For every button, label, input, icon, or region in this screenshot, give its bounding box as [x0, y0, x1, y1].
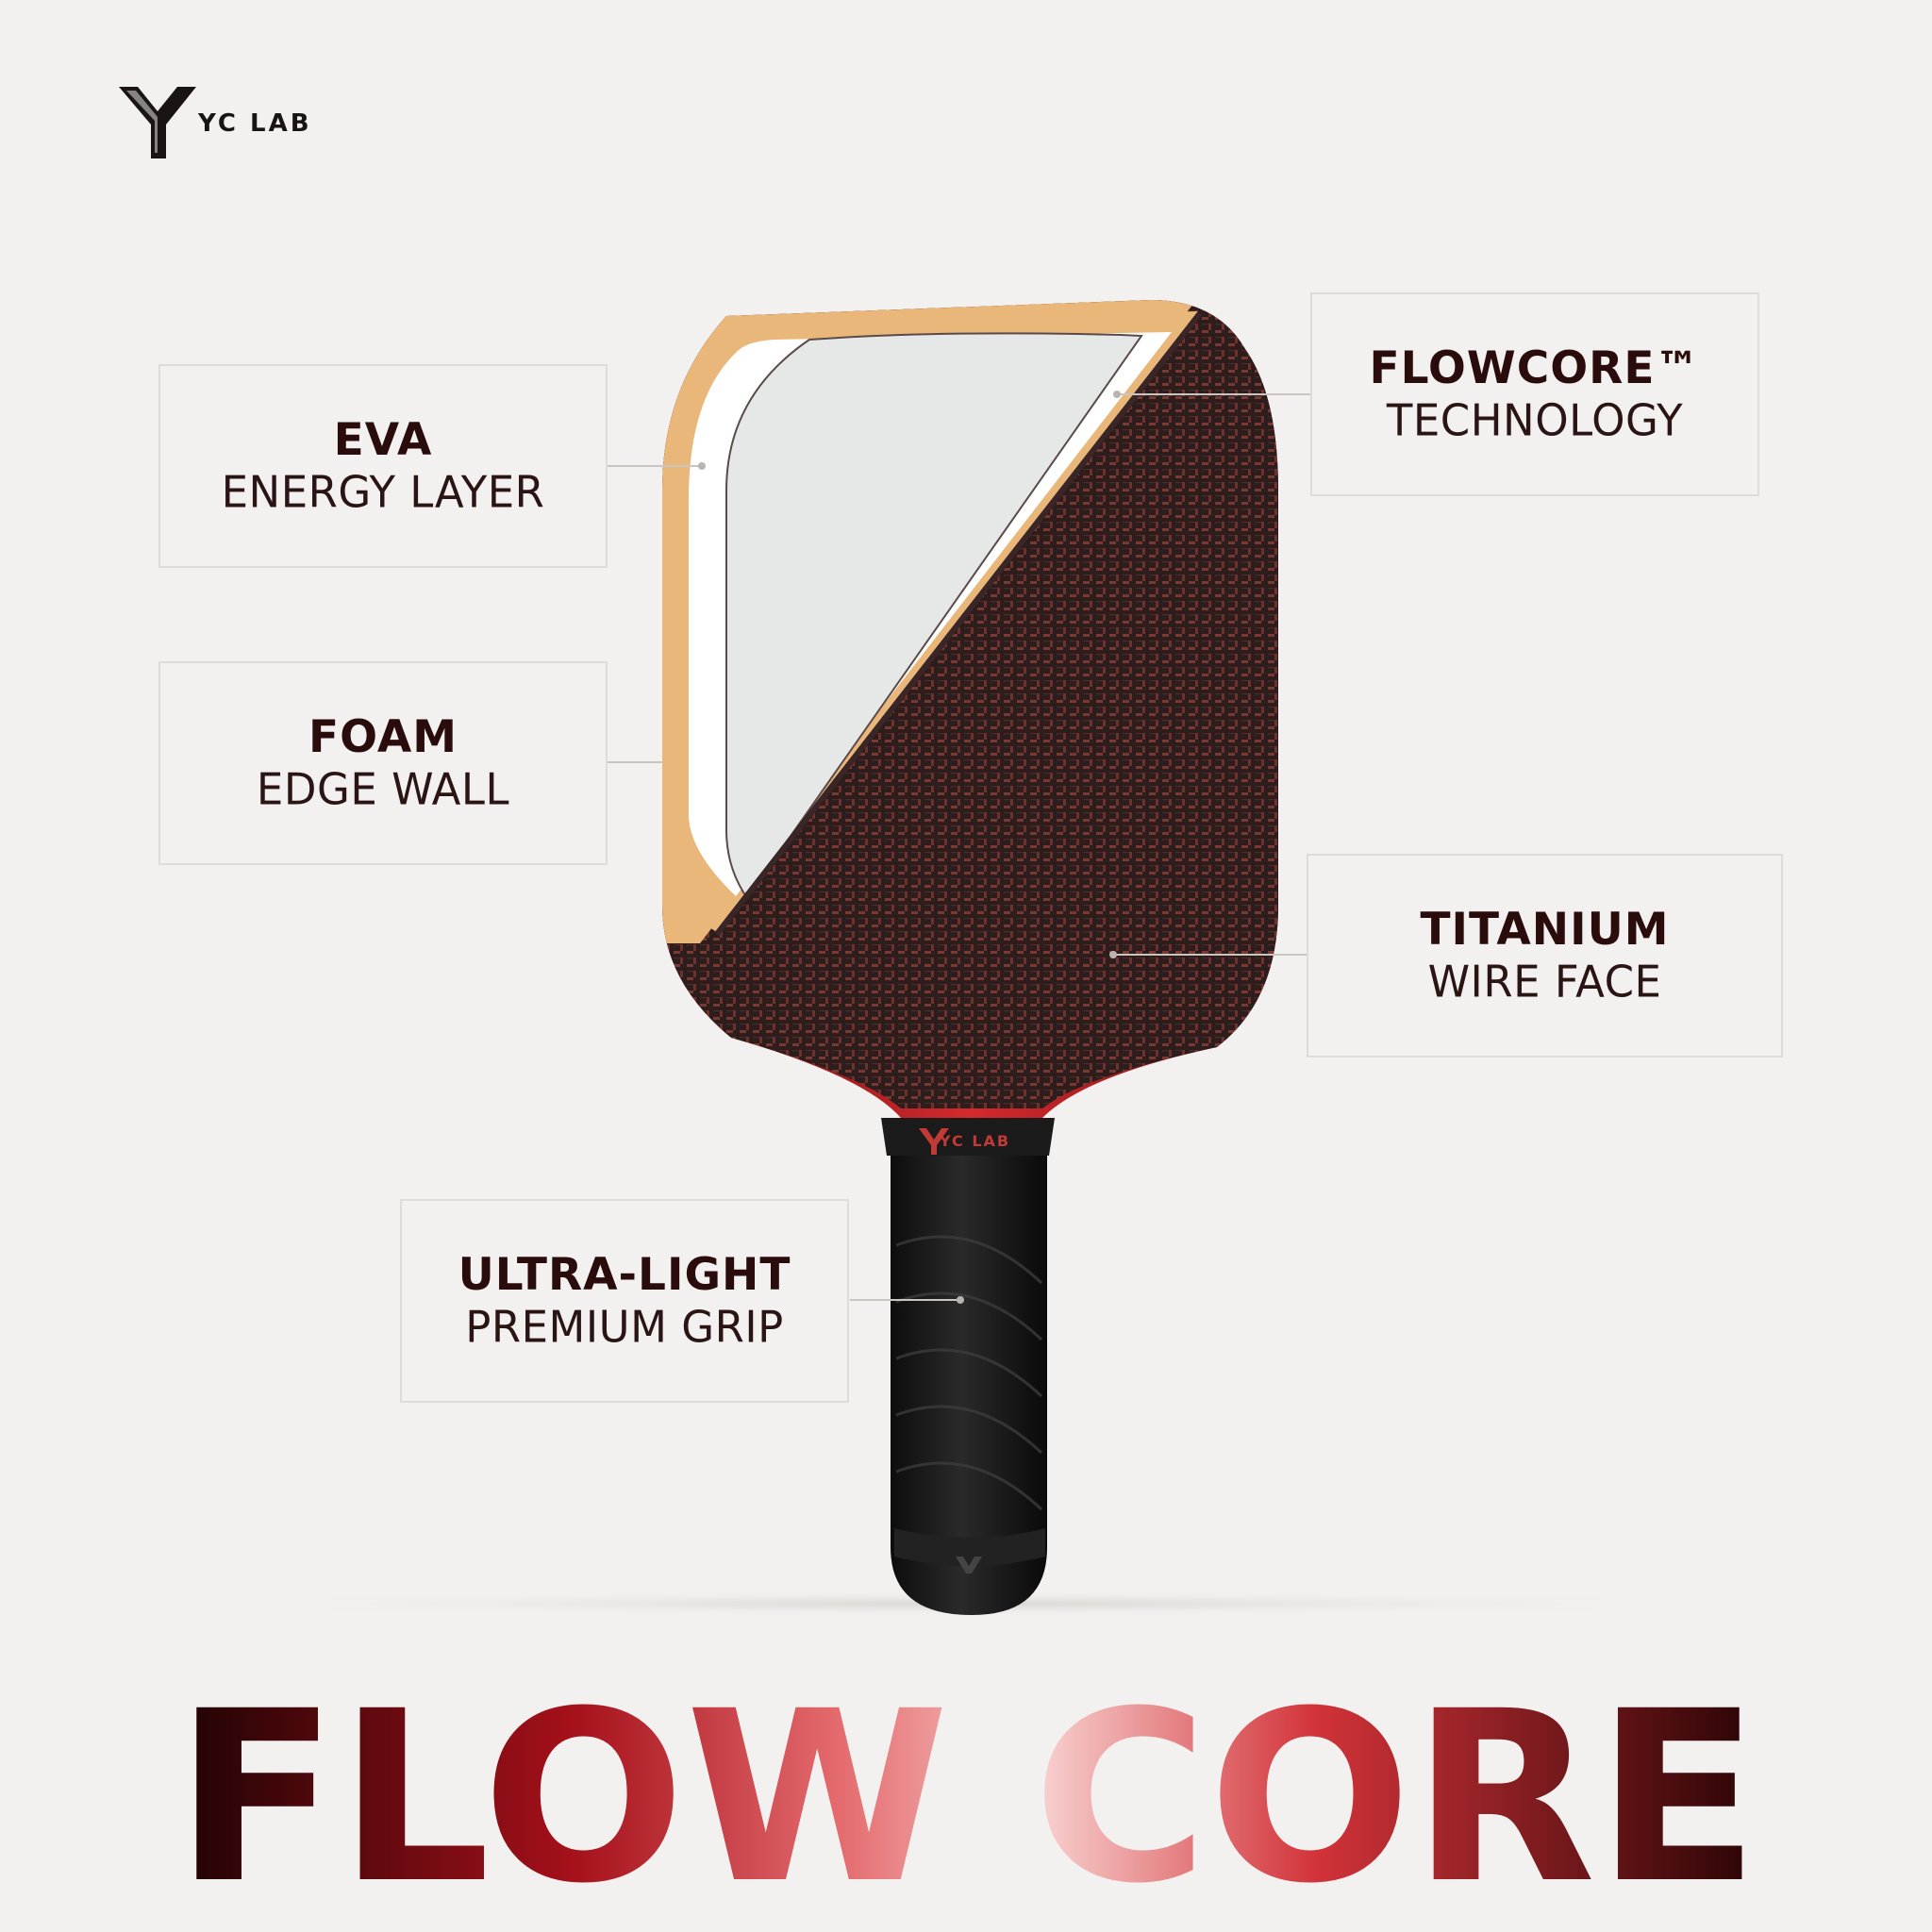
callout-foam-title: FOAM [308, 711, 458, 763]
callout-flowcore: FLOWCORE™ TECHNOLOGY [1310, 292, 1759, 496]
brand-name: YC LAB [198, 109, 312, 138]
callout-flowcore-title: FLOWCORE™ [1369, 342, 1701, 394]
grip-collar [881, 1118, 1055, 1156]
product-title-banner: FLOW CORE [175, 1670, 1759, 1896]
callout-titanium: TITANIUM WIRE FACE [1307, 854, 1783, 1058]
flowcore-core [725, 332, 1143, 900]
grip-logo-text: YC LAB [940, 1132, 1011, 1150]
grip-wraps [895, 1235, 1043, 1511]
brand-logo: YC LAB [117, 83, 343, 160]
callout-flowcore-subtitle: TECHNOLOGY [1386, 394, 1684, 446]
callout-eva: EVA ENERGY LAYER [158, 364, 608, 568]
connector-dots [698, 391, 1121, 1304]
callout-foam: FOAM EDGE WALL [158, 661, 608, 865]
product-title: FLOW CORE [175, 1670, 1759, 1896]
grip-end-logo-icon [956, 1557, 982, 1574]
grip [891, 1141, 1047, 1615]
grip-logo-icon [919, 1128, 949, 1155]
callout-grip-title: ULTRA-LIGHT [458, 1249, 791, 1301]
callout-titanium-title: TITANIUM [1420, 904, 1670, 956]
callout-foam-subtitle: EDGE WALL [256, 763, 510, 815]
callout-grip-subtitle: PREMIUM GRIP [465, 1301, 784, 1353]
connector-lines [607, 393, 1311, 1301]
callout-eva-subtitle: ENERGY LAYER [221, 466, 545, 518]
callout-grip: ULTRA-LIGHT PREMIUM GRIP [400, 1199, 849, 1403]
callout-titanium-subtitle: WIRE FACE [1427, 956, 1662, 1008]
brand-logo-icon [119, 87, 196, 158]
callout-eva-title: EVA [333, 414, 433, 466]
